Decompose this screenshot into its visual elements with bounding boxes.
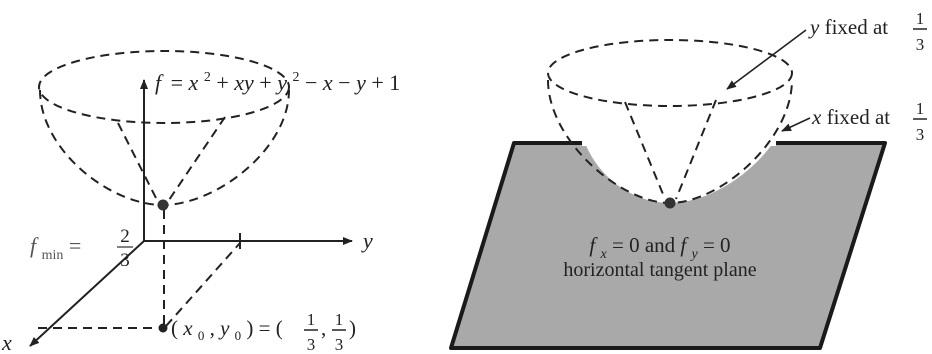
y-fixed-label: y fixed at 1 3 (808, 9, 927, 54)
y-fixed-arrow (727, 30, 806, 89)
svg-text:1: 1 (335, 310, 344, 329)
right-minimum-point (665, 198, 676, 209)
x-fixed-arrow (782, 118, 810, 131)
svg-text:1: 1 (307, 310, 316, 329)
svg-text:1: 1 (916, 9, 925, 28)
paraboloid-meridian-right (169, 117, 225, 200)
critical-point-label: ( x 0 , y 0 ) = ( 1 3 , 1 3 ) (171, 310, 356, 354)
paraboloid-outline (40, 90, 289, 205)
svg-text:,: , (321, 316, 326, 340)
x-axis-label: x (1, 330, 12, 354)
left-panel: f = x 2 + xy + y 2 − x − y + 1 f min = 2 (1, 51, 400, 354)
svg-text:2: 2 (120, 226, 130, 247)
svg-text:x fixed at: x fixed at (811, 105, 890, 129)
svg-text:3: 3 (916, 35, 925, 54)
y-axis-label: y (361, 228, 373, 253)
svg-text:1: 1 (916, 99, 925, 118)
x-fixed-label: x fixed at 1 3 (811, 99, 927, 144)
projection-to-y-axis (166, 243, 240, 326)
svg-text:( x 0: ( x 0 , y 0 ) = ( (171, 316, 283, 345)
minimum-point (158, 200, 169, 211)
svg-text:): ) (349, 316, 356, 340)
svg-text:3: 3 (120, 250, 130, 271)
critical-point (159, 324, 168, 333)
svg-text:3: 3 (916, 125, 925, 144)
svg-text:f min =: f min = (30, 233, 81, 264)
svg-text:3: 3 (307, 335, 316, 354)
function-label: f = x 2 + xy + y 2 − x − y + 1 (155, 61, 400, 95)
right-panel: y fixed at 1 3 x fixed at 1 3 f x = 0 an… (451, 9, 927, 348)
tangent-plane-caption: horizontal tangent plane (563, 259, 756, 281)
svg-text:y fixed at: y fixed at (808, 15, 888, 39)
svg-text:3: 3 (335, 335, 344, 354)
right-paraboloid-rim (548, 40, 792, 106)
paraboloid-meridian-left (118, 123, 157, 200)
